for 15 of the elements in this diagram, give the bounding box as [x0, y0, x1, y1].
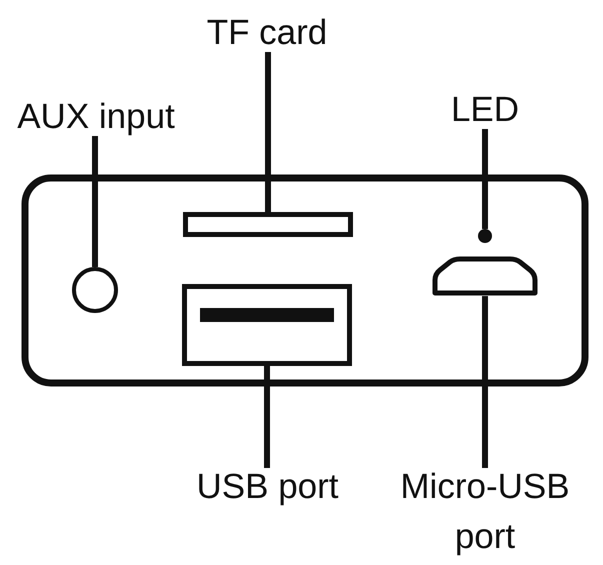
usb-port: [182, 284, 352, 366]
audio-jack: [72, 267, 118, 313]
part-label: LED: [450, 85, 520, 135]
part-label: TF card: [192, 8, 342, 58]
part-label: AUX input: [6, 92, 186, 142]
led-dot: [478, 229, 492, 243]
micro-usb-port: [430, 258, 540, 296]
leader-line: [482, 129, 488, 229]
part-label: USB port: [180, 462, 355, 512]
leader-line: [265, 52, 271, 212]
leader-line: [92, 136, 98, 267]
card-slot: [183, 212, 353, 237]
leader-line: [482, 296, 488, 468]
part-label: Micro-USB port: [375, 462, 595, 562]
leader-line: [264, 366, 270, 468]
